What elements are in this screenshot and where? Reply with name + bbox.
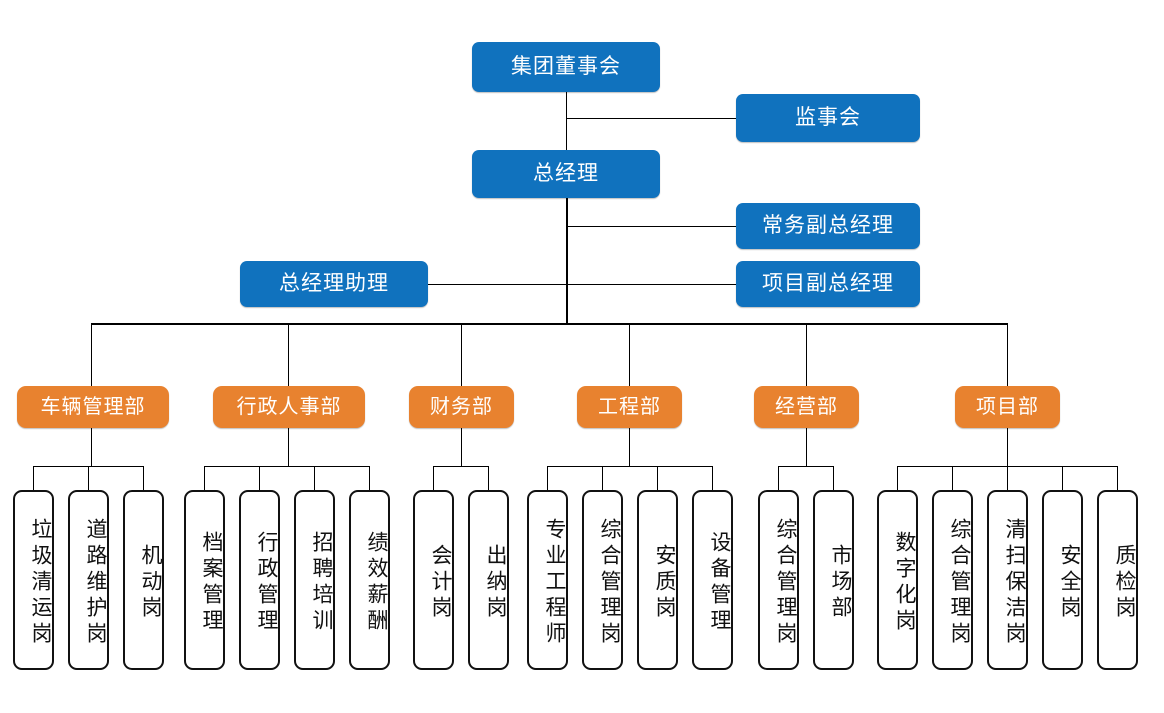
position-box[interactable]: 绩效薪酬 (349, 490, 390, 670)
drop-dept-0 (91, 428, 92, 466)
leafriser-3-2 (657, 466, 658, 490)
node-project-deputy-gm[interactable]: 项目副总经理 (736, 261, 920, 307)
leafriser-4-1 (833, 466, 834, 490)
leafriser-3-3 (712, 466, 713, 490)
dept-box-admin-hr[interactable]: 行政人事部 (213, 386, 365, 428)
position-box[interactable]: 道路维护岗 (68, 490, 109, 670)
node-gm-assistant[interactable]: 总经理助理 (240, 261, 428, 307)
position-box[interactable]: 垃圾清运岗 (13, 490, 54, 670)
position-box[interactable]: 招聘培训 (294, 490, 335, 670)
node-supervisory-board[interactable]: 监事会 (736, 94, 920, 142)
leafriser-1-3 (369, 466, 370, 490)
position-box[interactable]: 数字化岗 (877, 490, 918, 670)
node-board-of-directors[interactable]: 集团董事会 (472, 42, 660, 92)
connector-trunk-to-gm-assistant (428, 284, 566, 285)
position-box[interactable]: 出纳岗 (468, 490, 509, 670)
leafriser-3-1 (602, 466, 603, 490)
leafriser-5-1 (952, 466, 953, 490)
riser-dept-5 (1007, 323, 1008, 386)
connector-board-to-gm (566, 92, 567, 150)
riser-dept-4 (806, 323, 807, 386)
riser-dept-2 (461, 323, 462, 386)
drop-dept-2 (461, 428, 462, 466)
dept-box-operations[interactable]: 经营部 (754, 386, 859, 428)
leafriser-0-0 (33, 466, 34, 490)
connector-gm-trunk (566, 198, 568, 323)
position-box[interactable]: 安质岗 (637, 490, 678, 670)
leafriser-5-3 (1062, 466, 1063, 490)
connector-gm-trunk-to-supervisory (566, 118, 736, 119)
leafriser-4-0 (778, 466, 779, 490)
leafbus-dept-1 (204, 466, 369, 467)
leafriser-0-2 (143, 466, 144, 490)
dept-box-finance[interactable]: 财务部 (409, 386, 514, 428)
position-box[interactable]: 设备管理 (692, 490, 733, 670)
position-box[interactable]: 安全岗 (1042, 490, 1083, 670)
leafriser-5-0 (897, 466, 898, 490)
connector-trunk-to-project-deputy (566, 284, 736, 285)
position-box[interactable]: 清扫保洁岗 (987, 490, 1028, 670)
position-box[interactable]: 档案管理 (184, 490, 225, 670)
dept-box-engineering[interactable]: 工程部 (577, 386, 682, 428)
leafriser-2-1 (488, 466, 489, 490)
department-bus-line (91, 323, 1007, 325)
dept-box-project[interactable]: 项目部 (955, 386, 1060, 428)
drop-dept-1 (288, 428, 289, 466)
node-executive-deputy-gm[interactable]: 常务副总经理 (736, 203, 920, 249)
leafriser-3-0 (547, 466, 548, 490)
position-box[interactable]: 质检岗 (1097, 490, 1138, 670)
leafriser-1-2 (314, 466, 315, 490)
position-box[interactable]: 行政管理 (239, 490, 280, 670)
position-box[interactable]: 综合管理岗 (758, 490, 799, 670)
leafriser-5-2 (1007, 466, 1008, 490)
riser-dept-0 (91, 323, 92, 386)
position-box[interactable]: 综合管理岗 (582, 490, 623, 670)
leafriser-1-1 (259, 466, 260, 490)
riser-dept-1 (288, 323, 289, 386)
leafriser-1-0 (204, 466, 205, 490)
drop-dept-3 (629, 428, 630, 466)
position-box[interactable]: 市场部 (813, 490, 854, 670)
position-box[interactable]: 综合管理岗 (932, 490, 973, 670)
leafriser-2-0 (433, 466, 434, 490)
position-box[interactable]: 专业工程师 (527, 490, 568, 670)
node-general-manager[interactable]: 总经理 (472, 150, 660, 198)
leafbus-dept-2 (433, 466, 488, 467)
leafriser-0-1 (88, 466, 89, 490)
leafbus-dept-4 (778, 466, 833, 467)
position-box[interactable]: 机动岗 (123, 490, 164, 670)
drop-dept-4 (806, 428, 807, 466)
drop-dept-5 (1007, 428, 1008, 466)
dept-box-vehicle-management[interactable]: 车辆管理部 (17, 386, 169, 428)
leafriser-5-4 (1117, 466, 1118, 490)
leafbus-dept-3 (547, 466, 712, 467)
position-box[interactable]: 会计岗 (413, 490, 454, 670)
connector-trunk-to-executive-deputy (566, 226, 736, 227)
riser-dept-3 (629, 323, 630, 386)
